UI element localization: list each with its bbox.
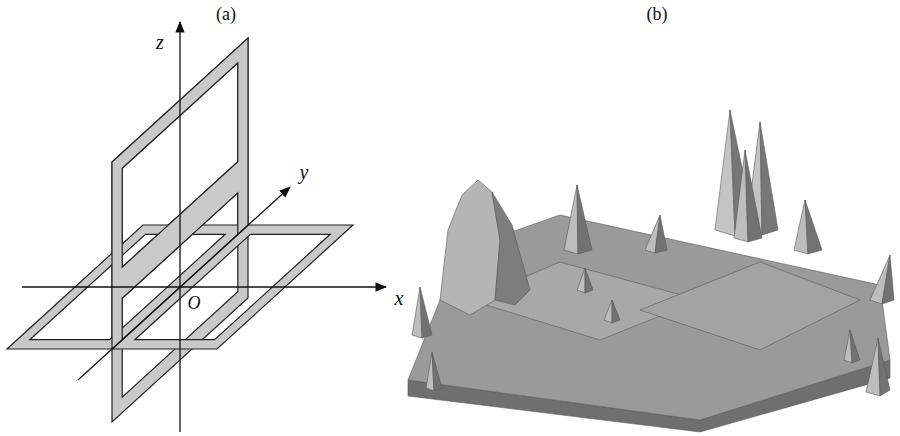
y-axis <box>78 187 290 380</box>
label-text: z <box>156 31 164 53</box>
surface-plot <box>408 110 894 432</box>
z-axis <box>179 22 180 432</box>
axis-label: z <box>154 32 166 52</box>
panel-label: (b) <box>645 5 670 23</box>
panel-label: (a) <box>214 5 238 23</box>
x-axis <box>22 286 386 287</box>
label-text: (b) <box>647 4 668 24</box>
label-text: y <box>300 161 309 183</box>
label-text: (a) <box>216 4 236 24</box>
label-text: O <box>188 293 201 313</box>
label-text: x <box>395 287 404 309</box>
axis-label: x <box>393 288 406 308</box>
axis-label: y <box>298 162 311 182</box>
origin-label: O <box>186 294 203 312</box>
